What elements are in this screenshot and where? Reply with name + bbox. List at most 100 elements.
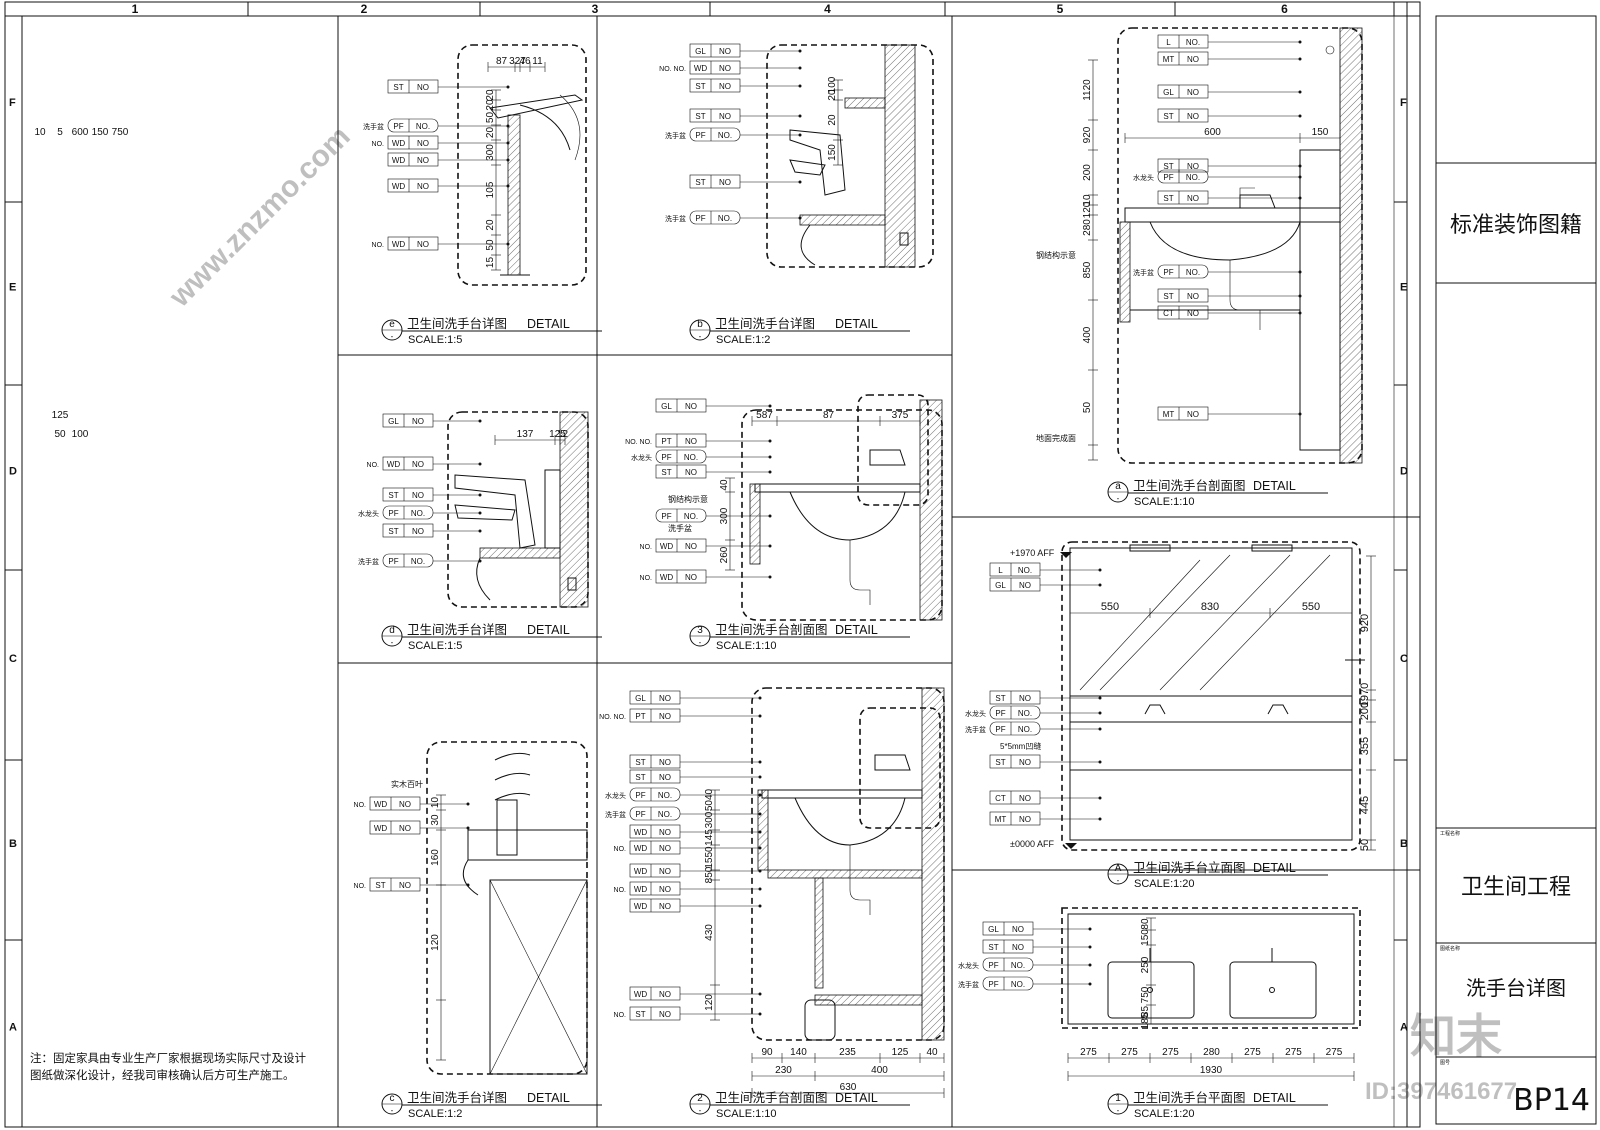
- tag-code: ST: [393, 83, 403, 92]
- view-key-sub: -: [391, 638, 394, 647]
- tag-number: NO: [719, 112, 731, 121]
- view-title: 卫生间洗手台剖面图: [715, 622, 828, 637]
- tag-number: NO: [1187, 309, 1199, 318]
- tag-number: NO: [412, 460, 424, 469]
- dim-value: 1550: [704, 846, 715, 869]
- tag-number: NO: [659, 773, 671, 782]
- tag-code: WD: [374, 800, 388, 809]
- tag-number: NO: [1019, 815, 1031, 824]
- view-key: a: [1115, 481, 1121, 492]
- tag-number: NO: [685, 542, 697, 551]
- view-key: e: [389, 319, 395, 330]
- dim-value: 275: [1326, 1047, 1343, 1058]
- tag-number: NO.: [416, 122, 430, 131]
- dim-value: 11: [532, 56, 543, 67]
- dim-value: 275: [1285, 1047, 1302, 1058]
- view-key: c: [390, 1093, 395, 1104]
- tag-code: ST: [695, 178, 705, 187]
- dim-value: 280: [1082, 219, 1093, 236]
- dim-value: 150: [827, 144, 838, 161]
- tag-number: NO: [719, 178, 731, 187]
- tag-code: ST: [988, 943, 998, 952]
- view-scale: SCALE:1:20: [1134, 1108, 1195, 1120]
- tag-code: GL: [635, 694, 646, 703]
- tag-prefix: 水龙头: [965, 709, 986, 718]
- tag-number: NO: [412, 491, 424, 500]
- dim-value: 50: [485, 239, 496, 251]
- view-title: 卫生间洗手台平面图: [1133, 1090, 1246, 1105]
- tag-code: GL: [661, 402, 672, 411]
- view-e-drawing: [457, 44, 587, 286]
- dim-value: 1120: [1082, 79, 1093, 101]
- tag-number: NO: [417, 83, 429, 92]
- dim-value: 300: [704, 811, 715, 828]
- dim-value: 100: [72, 429, 89, 440]
- dim-value: 30: [430, 814, 441, 826]
- view-title: 卫生间洗手台详图: [407, 1090, 507, 1105]
- tag-code: CT: [1163, 309, 1174, 318]
- tag-number: NO.: [658, 791, 672, 800]
- tag-code: GL: [388, 417, 399, 426]
- tag-number: NO.: [684, 512, 698, 521]
- dim-value: 200: [1082, 164, 1093, 181]
- view-key: d: [389, 625, 395, 636]
- tag-code: ST: [695, 112, 705, 121]
- view-key-sub: -: [1117, 494, 1120, 503]
- dim-value: 20: [34, 0, 46, 3]
- tag-number: NO: [417, 182, 429, 191]
- tag-prefix: NO. NO.: [625, 439, 652, 446]
- dim-value: 400: [1082, 326, 1093, 343]
- dim-value: 150: [92, 127, 109, 138]
- dim-value: 120: [1082, 201, 1093, 218]
- tag-prefix: 水龙头: [1133, 173, 1154, 182]
- tag-code: PF: [988, 980, 998, 989]
- view-title: 卫生间洗手台剖面图: [715, 1090, 828, 1105]
- dim-value: 327: [509, 56, 526, 67]
- dim-value: 50: [54, 429, 66, 440]
- dim-value: 90: [761, 1047, 773, 1058]
- tag-code: WD: [634, 867, 648, 876]
- tag-code: WD: [694, 64, 708, 73]
- grid-column-label: 3: [592, 2, 599, 16]
- view-scale: SCALE:1:5: [408, 640, 462, 652]
- dim-value: 550: [1101, 601, 1119, 613]
- view-detail: DETAIL: [835, 317, 878, 331]
- tag-code: PF: [695, 131, 705, 140]
- dim-value: 85: [1140, 1006, 1151, 1018]
- view-title: 卫生间洗手台详图: [407, 622, 507, 637]
- dim-value: 280: [1203, 1047, 1220, 1058]
- dim-value: 1970: [1359, 683, 1371, 707]
- dim-value: 40: [926, 1047, 938, 1058]
- dim-value: 20: [827, 114, 838, 126]
- dim-value: 10: [430, 797, 441, 809]
- grid-column-label: 2: [361, 2, 368, 16]
- view-scale: SCALE:1:2: [716, 334, 770, 346]
- dim-value: 80: [1140, 918, 1151, 930]
- tag-code: GL: [1163, 88, 1174, 97]
- tag-prefix: NO. NO.: [599, 714, 626, 721]
- tag-number: NO: [659, 867, 671, 876]
- dim-value: 150: [1140, 929, 1151, 946]
- tag-code: ST: [635, 758, 645, 767]
- tag-number: NO: [685, 573, 697, 582]
- grid-column-label: 5: [1057, 2, 1064, 16]
- tag-code: GL: [995, 581, 1006, 590]
